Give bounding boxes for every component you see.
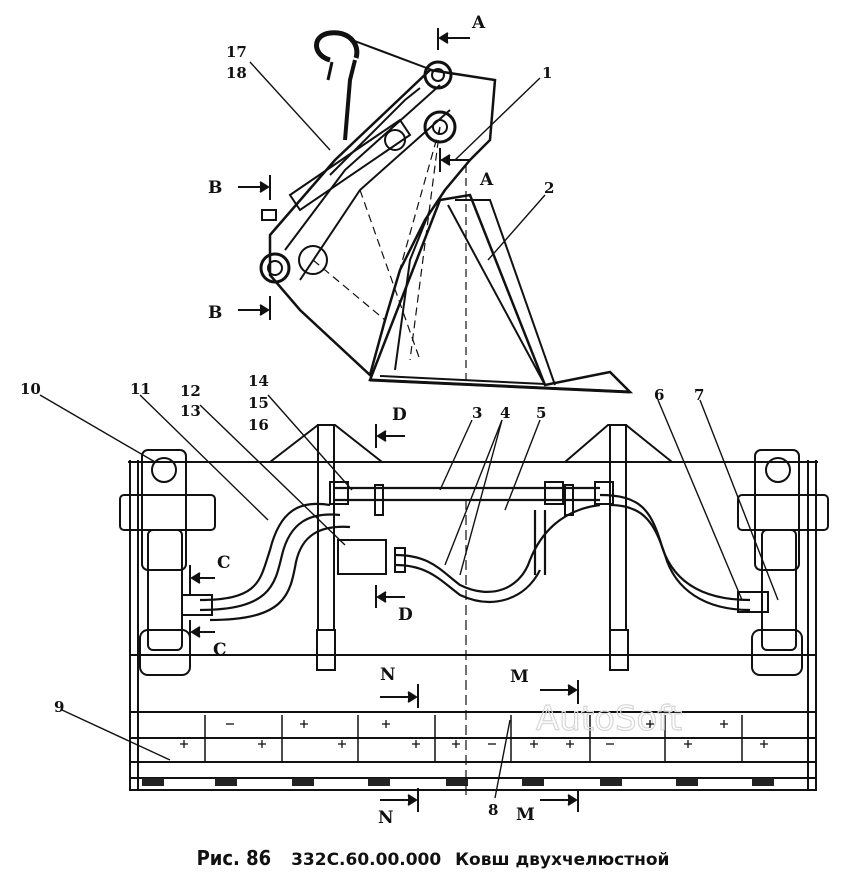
callout-2: 2	[544, 179, 554, 197]
section-b-top: B	[208, 178, 222, 198]
section-d-top: D	[392, 405, 407, 425]
callout-15: 15	[248, 394, 269, 412]
section-a-top: A	[471, 13, 486, 33]
callout-labels: 17 18 1 2 10 11 12 13 14 15 16 3 4 5 6 7…	[20, 43, 704, 819]
callout-18: 18	[226, 64, 247, 82]
section-m-top: M	[510, 667, 529, 687]
section-b-bottom: B	[208, 303, 222, 323]
callout-3: 3	[472, 404, 482, 422]
callout-4: 4	[500, 404, 510, 422]
callout-11: 11	[130, 380, 151, 398]
section-c-top: C	[217, 553, 231, 573]
section-arrow-n	[380, 684, 419, 812]
callout-8: 8	[488, 801, 498, 819]
callout-1: 1	[542, 64, 552, 82]
section-a-bottom: A	[479, 170, 494, 190]
callout-10: 10	[20, 380, 41, 398]
section-arrow-m	[540, 680, 579, 812]
watermark: AutoSoft	[536, 699, 682, 739]
section-n-bottom: N	[378, 808, 394, 828]
section-arrow-d	[375, 424, 405, 608]
section-arrow-c	[189, 565, 215, 645]
front-view	[119, 424, 829, 800]
figure-number: Рис. 86	[196, 846, 272, 870]
section-arrow-b	[238, 175, 271, 320]
callout-7: 7	[694, 386, 704, 404]
figure-caption: Рис. 86 332С.60.00.000 Ковш двухчелюстно…	[0, 846, 866, 870]
section-m-bottom: M	[516, 805, 535, 825]
section-d-bottom: D	[398, 605, 413, 625]
callout-16: 16	[248, 416, 269, 434]
callout-5: 5	[536, 404, 546, 422]
callout-6: 6	[654, 386, 664, 404]
callout-17: 17	[226, 43, 247, 61]
blade-marks	[180, 720, 768, 748]
callout-14: 14	[248, 372, 269, 390]
figure-title: Ковш двухчелюстной	[455, 850, 670, 870]
side-view	[259, 30, 634, 394]
callout-9: 9	[54, 698, 64, 716]
callout-12: 12	[180, 382, 201, 400]
callout-13: 13	[180, 402, 201, 420]
drawing-code: 332С.60.00.000	[291, 850, 442, 870]
section-c-bottom: C	[213, 640, 227, 660]
section-letters: A A B B C C D D N N M M	[208, 13, 535, 828]
section-n-top: N	[380, 665, 396, 685]
